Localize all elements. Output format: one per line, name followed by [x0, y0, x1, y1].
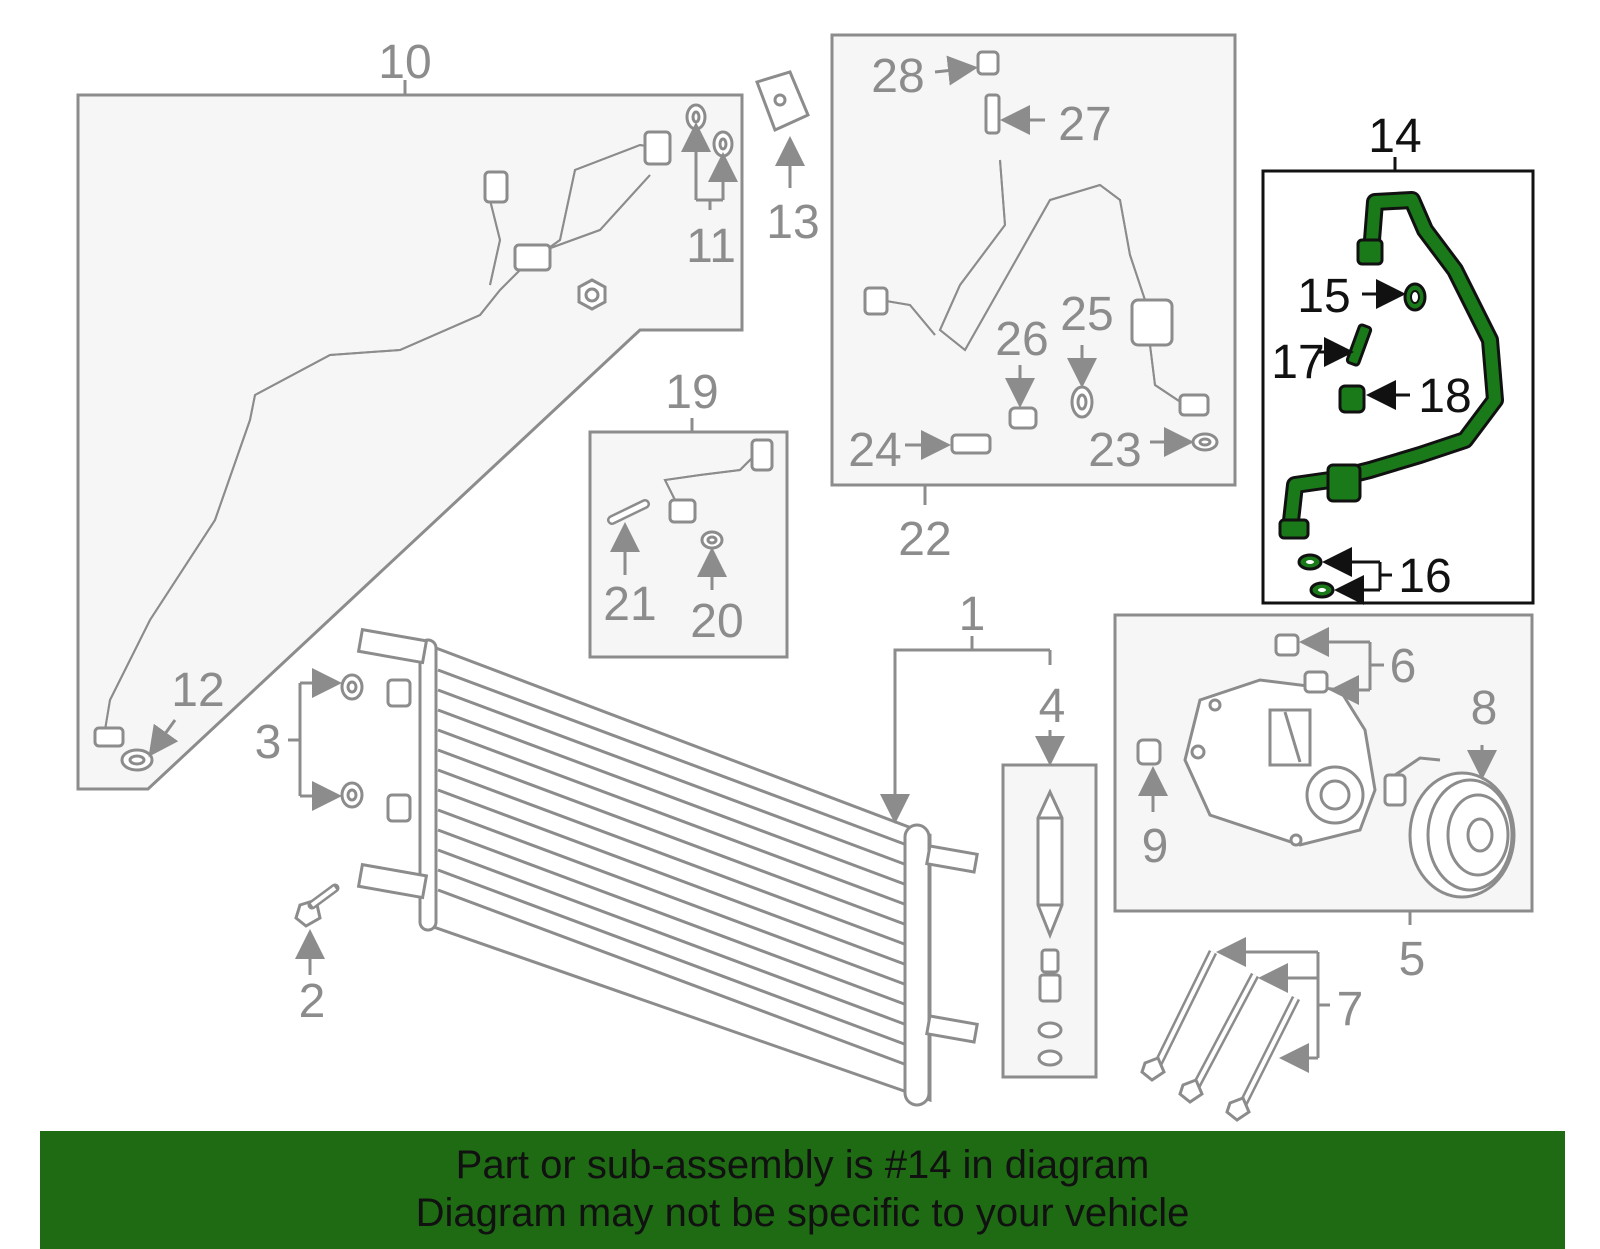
desiccant-icon — [1036, 788, 1064, 940]
callout-16: 16 — [1398, 550, 1451, 603]
callout-22: 22 — [898, 513, 951, 566]
callout-23: 23 — [1088, 424, 1141, 477]
panel-5-compressor: 5 8 6 9 — [1113, 613, 1534, 986]
callout-5: 5 — [1399, 933, 1426, 986]
callout-19: 19 — [665, 366, 718, 419]
callout-18: 18 — [1418, 370, 1471, 423]
callout-1: 1 — [959, 588, 986, 641]
valve-icon — [950, 433, 992, 455]
callout-20: 20 — [690, 595, 743, 648]
callout-2: 2 — [299, 975, 326, 1028]
callout-7: 7 — [1337, 983, 1364, 1036]
callout-26: 26 — [995, 313, 1048, 366]
callout-12: 12 — [171, 664, 224, 717]
callout-24: 24 — [848, 424, 901, 477]
callout-6: 6 — [1390, 640, 1417, 693]
info-banner: Part or sub-assembly is #14 in diagram D… — [40, 1131, 1565, 1249]
part-2-bolt: 2 — [294, 883, 340, 1028]
callout-28: 28 — [871, 50, 924, 103]
cap-icon — [976, 50, 1000, 76]
part-13-expansion-valve: 13 — [755, 70, 820, 249]
callout-10: 10 — [378, 36, 431, 89]
callout-25: 25 — [1060, 288, 1113, 341]
callout-3: 3 — [255, 716, 282, 769]
part-1-condenser: 1 — [356, 588, 1052, 1107]
panel-4-receiver-drier: 4 — [1001, 680, 1098, 1079]
plug-icon — [1303, 670, 1329, 694]
callout-11: 11 — [686, 220, 736, 273]
callout-9: 9 — [1142, 820, 1169, 873]
part-3-washers: 3 — [255, 668, 364, 811]
banner-disclaimer: Diagram may not be specific to your vehi… — [415, 1191, 1190, 1235]
valve-core-icon — [1008, 406, 1038, 430]
pressure-switch-icon — [984, 93, 1001, 135]
plug-icon — [1274, 633, 1300, 657]
callout-15: 15 — [1297, 270, 1350, 323]
callout-13: 13 — [766, 196, 819, 249]
callout-27: 27 — [1058, 98, 1111, 151]
panel-22-line-assembly: 22 28 27 26 25 24 23 — [830, 33, 1237, 566]
callout-21: 21 — [603, 578, 656, 631]
banner-part-notice: Part or sub-assembly is #14 in diagram — [455, 1143, 1150, 1187]
panel-14-highlighted-hose: 14 15 17 18 16 — [1261, 110, 1535, 605]
callout-4: 4 — [1039, 680, 1066, 733]
callout-17: 17 — [1271, 336, 1324, 389]
callout-8: 8 — [1471, 682, 1498, 735]
callout-14: 14 — [1368, 110, 1421, 163]
part-7-bolts: 7 — [1140, 937, 1364, 1122]
switch-icon — [1136, 738, 1162, 766]
panel-10-line-assembly: 10 11 12 — [76, 36, 744, 791]
panel-19-line-assembly: 19 21 20 — [588, 366, 789, 659]
